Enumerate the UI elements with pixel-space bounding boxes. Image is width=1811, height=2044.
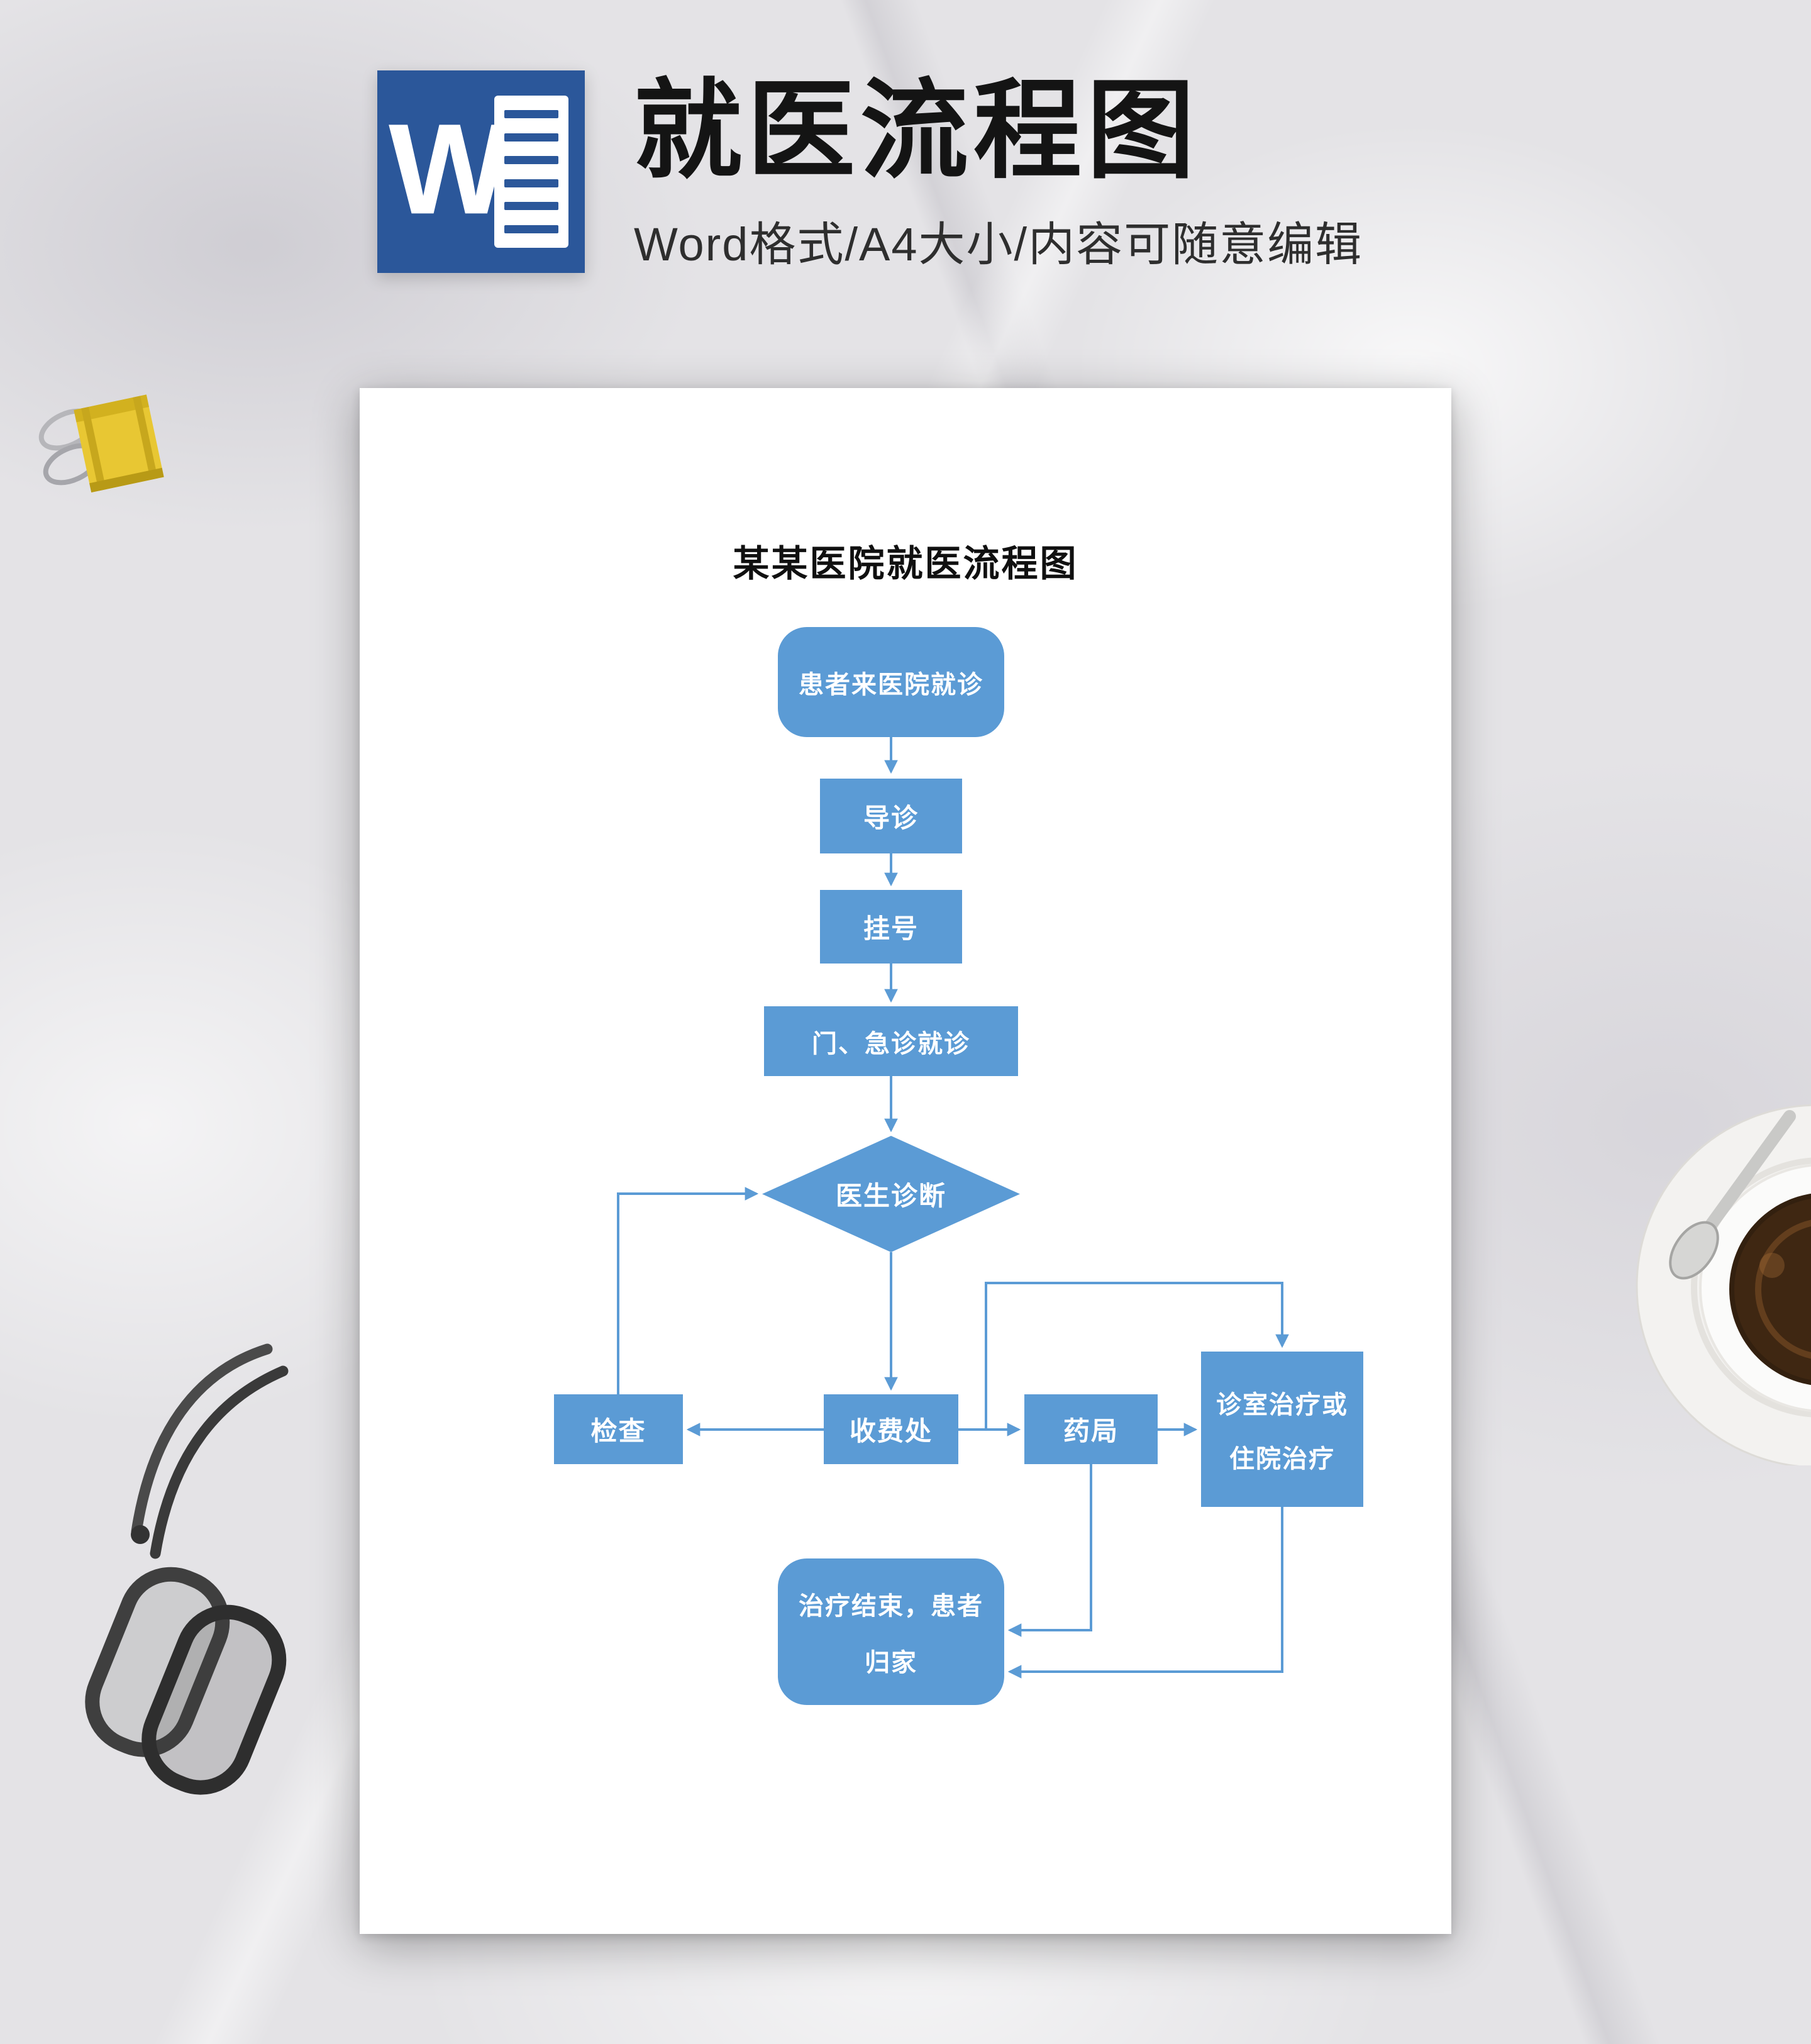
binder-clip [38, 394, 164, 493]
flow-node-end: 治疗结束，患者 归家 [778, 1558, 1004, 1705]
word-document-icon-line [504, 156, 558, 165]
header: W 就医流程图 Word格式/A4大小/内容可随意编辑 [377, 70, 1363, 274]
flow-node-treatment-label-1: 诊室治疗或 [1216, 1391, 1348, 1419]
page-subtitle: Word格式/A4大小/内容可随意编辑 [634, 218, 1363, 270]
flow-node-diagnose-label: 医生诊断 [835, 1181, 946, 1211]
word-logo-letter: W [389, 97, 511, 242]
edge-cashier-treatment-top [985, 1282, 1289, 1428]
flow-node-end-label-2: 归家 [865, 1648, 917, 1677]
flow-node-start-label: 患者来医院就诊 [799, 670, 983, 699]
flowchart-title: 某某医院就医流程图 [733, 543, 1078, 584]
flow-node-register: 挂号 [820, 890, 962, 964]
flow-node-cashier: 收费处 [824, 1394, 958, 1464]
flow-node-guide-label: 导诊 [863, 803, 919, 833]
flow-node-register-label: 挂号 [863, 914, 919, 943]
word-document-icon-line [504, 110, 558, 119]
flow-node-check-label: 检查 [590, 1416, 646, 1446]
flow-node-cashier-label: 收费处 [849, 1416, 933, 1446]
flow-node-diagnose: 医生诊断 [762, 1136, 1020, 1252]
flow-node-check: 检查 [554, 1394, 683, 1464]
flow-node-outpatient: 门、急诊就诊 [764, 1006, 1018, 1076]
page-title: 就医流程图 [634, 70, 1200, 191]
word-logo: W [377, 70, 585, 273]
edge-check-diagnose [617, 1187, 759, 1394]
flow-node-outpatient-label: 门、急诊就诊 [812, 1030, 970, 1058]
flow-node-start: 患者来医院就诊 [778, 627, 1004, 737]
word-document-icon-line [504, 202, 558, 211]
flow-node-treatment-label-2: 住院治疗 [1229, 1445, 1335, 1473]
header-text: 就医流程图 Word格式/A4大小/内容可随意编辑 [634, 70, 1363, 274]
coffee-cup [1636, 1104, 1811, 1465]
word-document-icon [494, 96, 568, 248]
flow-node-treatment: 诊室治疗或 住院治疗 [1201, 1352, 1363, 1507]
edge-treatment-end [1007, 1507, 1283, 1679]
flowchart-connectors [617, 737, 1289, 1679]
flow-node-pharmacy: 药局 [1024, 1394, 1158, 1464]
eyeglasses [85, 1343, 289, 1795]
spoon [1669, 1110, 1796, 1280]
flow-node-end-label-1: 治疗结束，患者 [799, 1592, 983, 1620]
word-document-icon-line [504, 133, 558, 142]
word-document-icon-line [504, 179, 558, 187]
edge-pharmacy-end [1007, 1464, 1092, 1637]
word-document-icon-line [504, 225, 558, 233]
document-page: 某某医院就医流程图 患者来医院就诊 导诊 [360, 388, 1451, 1934]
flow-node-guide: 导诊 [820, 779, 962, 853]
flow-node-pharmacy-label: 药局 [1063, 1416, 1119, 1446]
